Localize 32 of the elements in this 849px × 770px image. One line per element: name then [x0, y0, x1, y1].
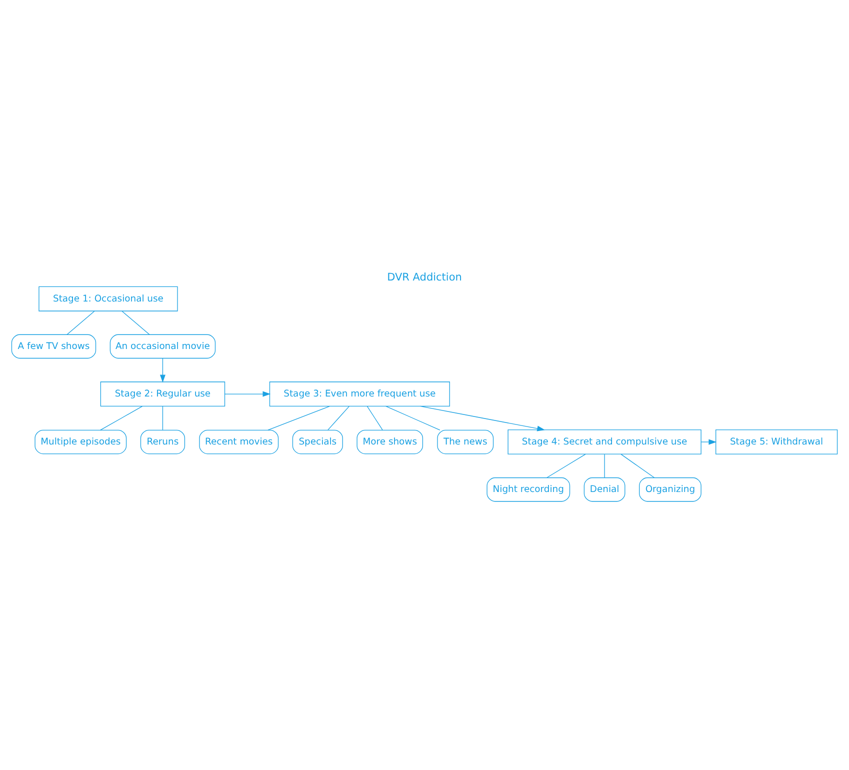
node-box: Denial: [584, 476, 626, 502]
connector: [66, 310, 95, 334]
node-box: Stage 1: Occasional use: [38, 286, 178, 311]
arrow: [224, 390, 271, 396]
node-box: More shows: [356, 429, 424, 454]
connector: [385, 405, 440, 430]
connector: [620, 453, 655, 478]
node-box: Multiple episodes: [34, 429, 127, 454]
node-box: Recent movies: [199, 429, 279, 454]
node-box: Organizing: [639, 476, 702, 502]
connector: [162, 405, 164, 430]
connector: [328, 405, 350, 430]
connector: [122, 310, 150, 334]
node-box: An occasional movie: [110, 334, 216, 358]
node-box: Specials: [292, 429, 343, 454]
connector: [604, 453, 605, 478]
node-box: Stage 5: Withdrawal: [716, 428, 838, 454]
node-box: Night recording: [486, 476, 570, 502]
connector: [268, 405, 330, 430]
connector: [546, 453, 586, 478]
node-box: Stage 3: Even more frequent use: [269, 381, 450, 406]
node-box: A few TV shows: [11, 334, 96, 358]
arrow: [420, 405, 546, 431]
node-box: Stage 2: Regular use: [100, 381, 226, 406]
arrow: [160, 357, 166, 382]
connector: [366, 405, 383, 430]
node-box: Reruns: [140, 429, 186, 454]
diagram-title: DVR Addiction: [387, 271, 462, 284]
node-box: Stage 4: Secret and compulsive use: [508, 428, 702, 454]
arrow: [700, 438, 717, 444]
connector: [100, 405, 143, 430]
node-box: The news: [437, 429, 494, 454]
